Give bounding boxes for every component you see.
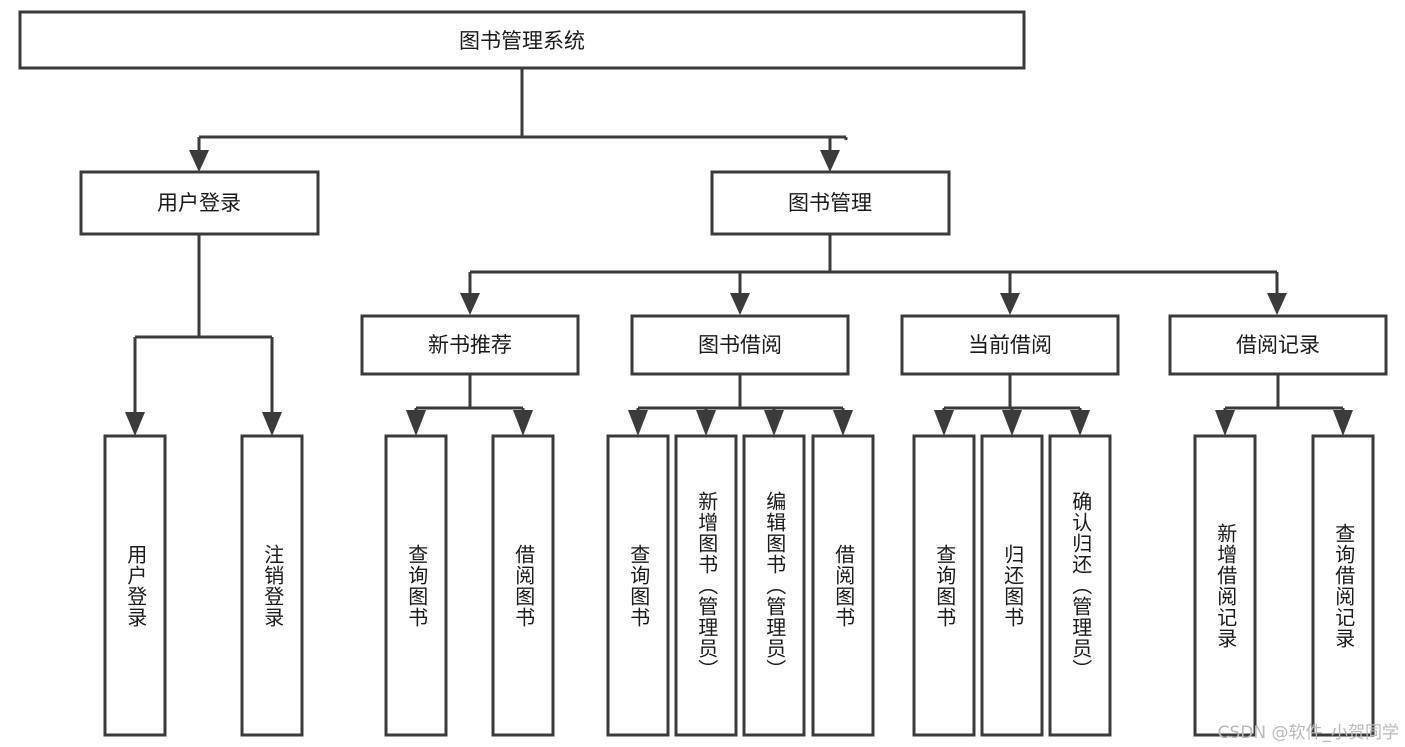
node-book-manage-label: 图书管理 — [788, 191, 872, 215]
node-borrow-record[interactable]: 借阅记录 — [1168, 314, 1388, 376]
arrowhead-leaf-query-book-1 — [406, 410, 426, 436]
arrowhead-leaf-logout-login — [262, 412, 282, 436]
node-current-borrow-label: 当前借阅 — [968, 333, 1052, 357]
node-title[interactable]: 图书管理系统 — [18, 10, 1026, 70]
leaf-box-confirm-return[interactable] — [1048, 434, 1112, 737]
arrowhead-leaf-add-book — [696, 410, 716, 436]
arrowhead-leaf-add-record — [1215, 410, 1235, 436]
node-title-label: 图书管理系统 — [459, 29, 585, 53]
leaf-box-add-book[interactable] — [674, 434, 738, 737]
node-book-borrow[interactable]: 图书借阅 — [630, 314, 850, 376]
node-new-book-recommend-label: 新书推荐 — [428, 333, 512, 357]
node-book-manage[interactable]: 图书管理 — [710, 170, 951, 236]
arrowhead-leaf-confirm-return — [1070, 410, 1090, 436]
arrowhead-leaf-query-book-2 — [628, 410, 648, 436]
node-user-login[interactable]: 用户登录 — [79, 170, 320, 236]
node-book-manage-box — [710, 170, 951, 236]
arrowhead-leaf-query-book-3 — [934, 410, 954, 436]
arrowhead-leaf-borrow-book-1 — [513, 410, 533, 436]
node-borrow-record-label: 借阅记录 — [1236, 333, 1320, 357]
arrowhead-book-manage — [820, 150, 840, 172]
csdn-watermark: CSDN @软件_小贺同学 — [1217, 723, 1399, 743]
arrowhead-leaf-edit-book — [764, 410, 784, 436]
leaf-box-return-book[interactable] — [980, 434, 1044, 737]
leaf-box-query-record[interactable] — [1311, 434, 1375, 737]
leaf-box-query-book-1[interactable] — [384, 434, 448, 737]
arrowhead-new-book-recommend — [460, 293, 480, 315]
arrowhead-leaf-return-book — [1002, 410, 1022, 436]
node-new-book-recommend-box — [360, 314, 580, 376]
node-title-box — [18, 10, 1026, 70]
node-current-borrow[interactable]: 当前借阅 — [900, 314, 1120, 376]
arrowhead-book-borrow — [730, 293, 750, 315]
leaf-box-borrow-book-2[interactable] — [811, 434, 875, 737]
leaf-box-add-record[interactable] — [1193, 434, 1257, 737]
node-book-borrow-label: 图书借阅 — [698, 333, 782, 357]
arrowhead-leaf-user-login — [125, 412, 145, 436]
leaf-box-query-book-2[interactable] — [606, 434, 670, 737]
leaf-box-borrow-book-1[interactable] — [491, 434, 555, 737]
leaf-box-query-book-3[interactable] — [912, 434, 976, 737]
leaf-box-logout-login[interactable] — [240, 434, 304, 737]
node-new-book-recommend[interactable]: 新书推荐 — [360, 314, 580, 376]
leaf-box-user-login[interactable] — [103, 434, 167, 737]
leaf-box-edit-book[interactable] — [742, 434, 806, 737]
arrowhead-leaf-query-record — [1333, 410, 1353, 436]
arrowhead-current-borrow — [1000, 293, 1020, 315]
node-user-login-label: 用户登录 — [157, 191, 241, 215]
arrowhead-user-login — [189, 150, 209, 172]
arrowhead-leaf-borrow-book-2 — [833, 410, 853, 436]
arrowhead-borrow-record — [1267, 293, 1287, 315]
